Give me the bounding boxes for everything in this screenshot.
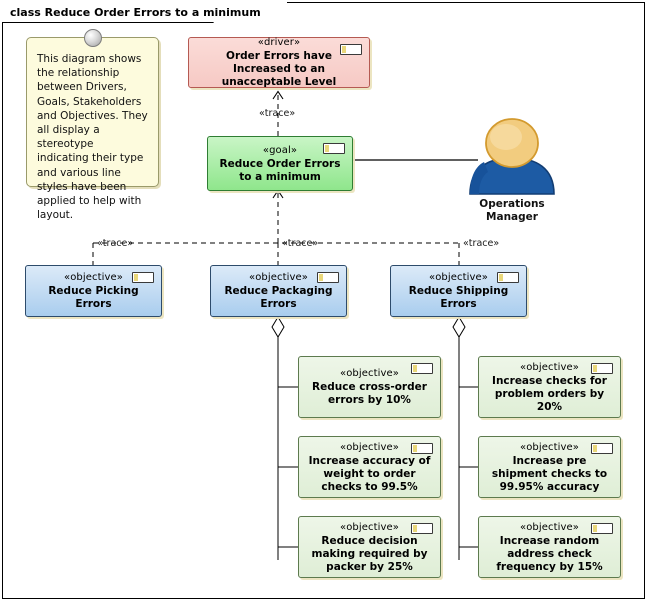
note-text: This diagram shows the relationship betw… — [37, 53, 148, 222]
connector-trace-objectives-to-goal — [92, 189, 460, 265]
element-stereotype: «objective» — [339, 521, 399, 533]
element-stereotype: «objective» — [519, 521, 579, 533]
element-objective-increase-weight-accuracy[interactable]: «objective» Increase accuracy of weight … — [298, 436, 441, 498]
element-marker-icon — [132, 272, 154, 283]
element-name: Increase pre shipment checks to 99.95% a… — [491, 454, 608, 493]
element-name: Order Errors have Increased to an unacce… — [221, 50, 337, 88]
element-name: Increase checks for problem orders by 20… — [492, 374, 607, 413]
element-marker-icon — [317, 272, 339, 283]
element-name: Increase accuracy of weight to order che… — [308, 454, 431, 493]
element-goal-reduce-order-errors[interactable]: «goal» Reduce Order Errors to a minimum — [207, 136, 353, 191]
element-objective-reduce-cross-order-errors[interactable]: «objective» Reduce cross-order errors by… — [298, 356, 441, 418]
element-stereotype: «objective» — [339, 368, 399, 379]
element-stereotype: «objective» — [63, 272, 123, 283]
element-marker-icon — [411, 363, 433, 374]
element-stakeholder-operations-manager[interactable]: Operations Manager — [462, 116, 562, 224]
actor-figure-icon — [469, 118, 555, 195]
element-marker-icon — [591, 363, 613, 374]
element-driver-order-errors[interactable]: «driver» Order Errors have Increased to … — [188, 37, 370, 88]
diagram-note: This diagram shows the relationship betw… — [26, 29, 159, 221]
connector-label-trace-goal-driver: «trace» — [259, 108, 296, 119]
note-pin-icon — [83, 29, 102, 47]
element-objective-increase-pre-shipment-checks[interactable]: «objective» Increase pre shipment checks… — [478, 436, 621, 498]
element-marker-icon — [411, 523, 433, 534]
element-stereotype: «goal» — [262, 144, 298, 156]
element-objective-reduce-packer-decisions[interactable]: «objective» Reduce decision making requi… — [298, 516, 441, 578]
element-objective-increase-problem-order-checks[interactable]: «objective» Increase checks for problem … — [478, 356, 621, 418]
element-name: Increase random address check frequency … — [496, 534, 603, 573]
connector-aggregation-packaging — [271, 316, 298, 560]
element-name: Reduce Shipping Errors — [408, 285, 509, 310]
element-marker-icon — [497, 272, 519, 283]
element-objective-reduce-packaging-errors[interactable]: «objective» Reduce Packaging Errors — [210, 265, 347, 317]
element-stereotype: «objective» — [248, 272, 308, 283]
element-name: Reduce decision making required by packe… — [311, 534, 428, 573]
element-name: Reduce Order Errors to a minimum — [219, 157, 341, 183]
element-objective-increase-address-check-frequency[interactable]: «objective» Increase random address chec… — [478, 516, 621, 578]
connector-aggregation-shipping — [452, 316, 478, 560]
element-stereotype: «objective» — [428, 272, 488, 283]
diagram-title: class Reduce Order Errors to a minimum — [2, 2, 287, 22]
element-marker-icon — [591, 443, 613, 454]
connector-label-trace-picking: «trace» — [97, 238, 134, 249]
element-name: Reduce Picking Errors — [48, 285, 139, 310]
element-marker-icon — [340, 44, 362, 55]
element-stereotype: «driver» — [257, 37, 301, 48]
element-objective-reduce-shipping-errors[interactable]: «objective» Reduce Shipping Errors — [390, 265, 527, 317]
element-name: Reduce cross-order errors by 10% — [312, 381, 427, 406]
element-stereotype: «objective» — [519, 441, 579, 453]
connector-label-trace-packaging: «trace» — [282, 238, 319, 249]
element-objective-reduce-picking-errors[interactable]: «objective» Reduce Picking Errors — [25, 265, 162, 317]
element-name: Reduce Packaging Errors — [224, 285, 333, 310]
element-marker-icon — [591, 523, 613, 534]
element-marker-icon — [323, 143, 345, 154]
actor-label: Operations Manager — [479, 198, 545, 223]
element-stereotype: «objective» — [519, 361, 579, 373]
element-stereotype: «objective» — [339, 441, 399, 453]
element-marker-icon — [411, 443, 433, 454]
connector-label-trace-shipping: «trace» — [463, 238, 500, 249]
